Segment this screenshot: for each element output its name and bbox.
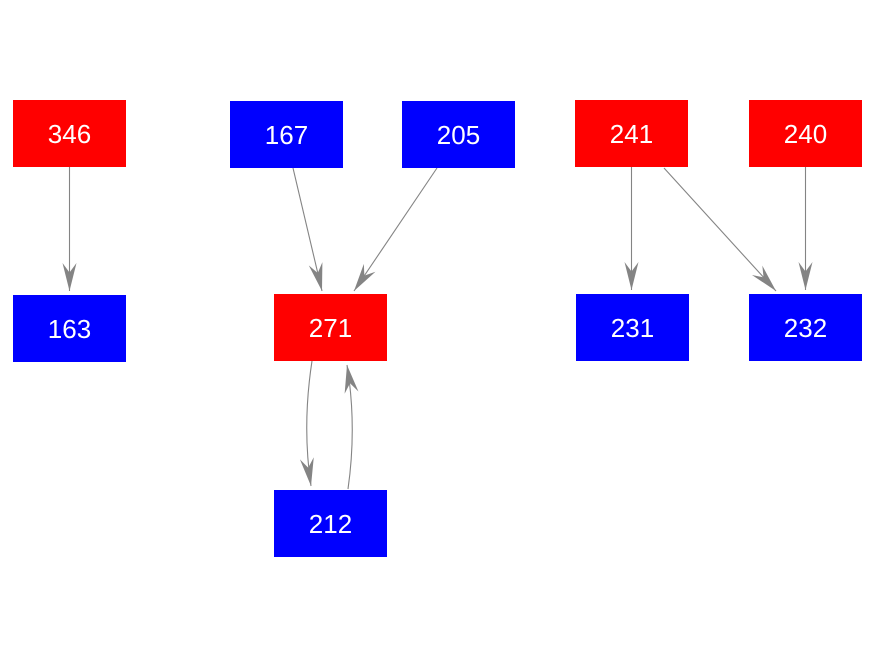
node-label: 231 xyxy=(610,312,655,343)
node-167[interactable]: 167 xyxy=(230,101,343,168)
node-label: 212 xyxy=(308,508,353,539)
node-label: 240 xyxy=(783,118,828,149)
node-346[interactable]: 346 xyxy=(13,100,126,167)
node-271[interactable]: 271 xyxy=(274,294,387,361)
node-label: 346 xyxy=(47,118,92,149)
node-205[interactable]: 205 xyxy=(402,101,515,168)
node-240[interactable]: 240 xyxy=(749,100,862,167)
node-label: 271 xyxy=(308,312,353,343)
node-label: 167 xyxy=(264,119,309,150)
node-163[interactable]: 163 xyxy=(13,295,126,362)
node-241[interactable]: 241 xyxy=(575,100,688,167)
edge-205-to-271 xyxy=(353,167,438,292)
node-231[interactable]: 231 xyxy=(576,294,689,361)
node-232[interactable]: 232 xyxy=(749,294,862,361)
node-212[interactable]: 212 xyxy=(274,490,387,557)
edge-241-to-232 xyxy=(663,167,777,292)
node-label: 241 xyxy=(609,118,654,149)
edge-212-to-271 xyxy=(344,364,359,490)
node-label: 205 xyxy=(436,119,481,150)
edge-271-to-212 xyxy=(299,360,314,487)
node-label: 232 xyxy=(783,312,828,343)
edge-167-to-271 xyxy=(292,167,323,292)
node-label: 163 xyxy=(47,313,92,344)
